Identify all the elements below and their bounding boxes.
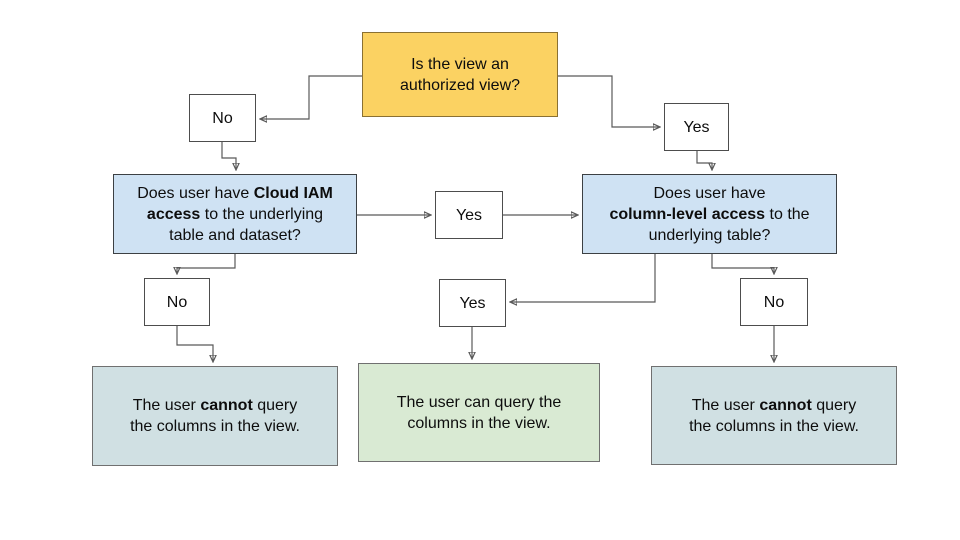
connector-start-to-no — [261, 75, 362, 119]
branch-no-column-node: No — [740, 278, 808, 326]
connector-no-to-cannot-left — [176, 326, 213, 361]
branch-no-iam-node: No — [144, 278, 210, 326]
branch-no-top-node: No — [189, 94, 256, 142]
connector-start-to-yes — [558, 75, 659, 127]
connector-yes-to-column-question — [696, 151, 712, 169]
branch-yes-column-node: Yes — [439, 279, 506, 327]
branch-yes-top-node: Yes — [664, 103, 729, 151]
connector-no-to-iam-question — [221, 142, 236, 169]
connector-column-to-yes — [511, 254, 656, 302]
branch-yes-middle-node: Yes — [435, 191, 503, 239]
connector-column-to-no — [711, 254, 774, 273]
connector-iam-to-no — [177, 254, 236, 273]
